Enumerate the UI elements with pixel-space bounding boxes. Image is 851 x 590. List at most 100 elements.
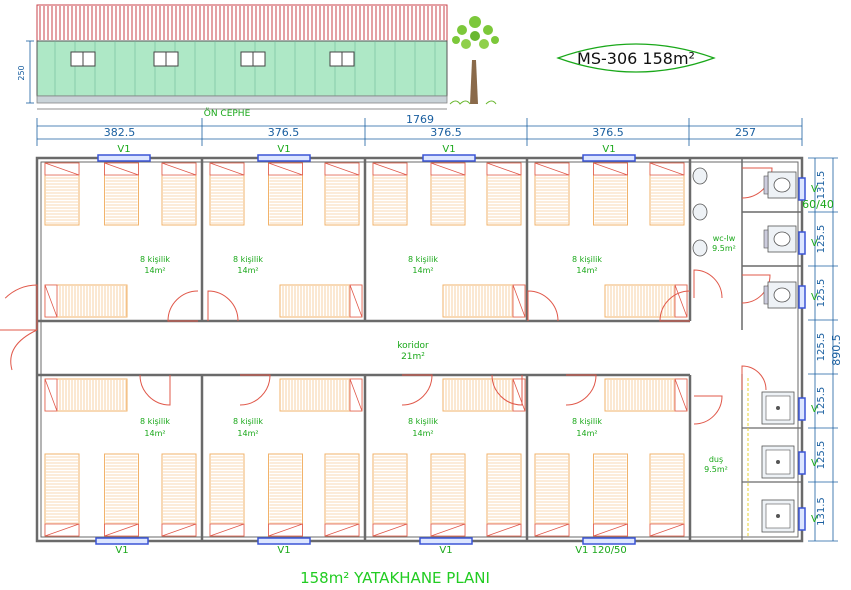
pillow bbox=[593, 523, 628, 537]
window-top bbox=[582, 154, 636, 162]
door-swing bbox=[741, 274, 771, 304]
pillow bbox=[268, 523, 303, 537]
room-name: 8 kişilik bbox=[233, 255, 263, 264]
window-bottom bbox=[419, 537, 473, 545]
sink-icon bbox=[692, 167, 708, 185]
window-top bbox=[257, 154, 311, 162]
room-label-layer: 8 kişilik 14m² 8 kişilik 14m² 8 kişilik 14m² 8… bbox=[140, 255, 602, 438]
pillow bbox=[324, 162, 360, 176]
window-bottom bbox=[257, 537, 311, 545]
facade-height-dimension: 250 bbox=[17, 40, 34, 104]
model-badge: MS-306 158m² bbox=[556, 43, 716, 73]
door-layer bbox=[0, 167, 773, 425]
depth-segment-label: 125.5 bbox=[816, 279, 827, 308]
bed bbox=[279, 284, 363, 318]
bed bbox=[279, 378, 363, 412]
pillow bbox=[430, 523, 466, 537]
inner-wall-line bbox=[40, 161, 799, 538]
door-swing bbox=[527, 290, 559, 322]
pillow bbox=[209, 162, 245, 176]
width-segment-label: 257 bbox=[735, 126, 756, 139]
pillow bbox=[104, 162, 139, 176]
side-window bbox=[798, 397, 806, 421]
bed bbox=[593, 162, 628, 226]
window-bottom bbox=[582, 537, 636, 545]
facade-height-label: 250 bbox=[17, 65, 26, 80]
door-swing bbox=[239, 374, 271, 406]
room-area: 14m² bbox=[576, 429, 597, 438]
pillow bbox=[372, 523, 408, 537]
door-swing bbox=[741, 365, 767, 391]
bed-frame bbox=[44, 284, 128, 318]
side-window-size: 60/40 bbox=[802, 198, 834, 211]
pillow bbox=[512, 378, 526, 412]
pillow bbox=[372, 162, 408, 176]
bed-frame bbox=[161, 453, 197, 537]
window-label: V1 bbox=[439, 545, 452, 556]
pillow bbox=[649, 523, 685, 537]
pillow bbox=[486, 162, 522, 176]
bed-frame bbox=[324, 453, 360, 537]
pillow bbox=[593, 162, 628, 176]
depth-segment-label: 125.5 bbox=[816, 225, 827, 254]
room-area: 14m² bbox=[412, 266, 433, 275]
window-label: V1 bbox=[115, 545, 128, 556]
model-badge-outline bbox=[556, 43, 716, 73]
shower-name: duş bbox=[709, 455, 723, 464]
depth-segment-label: 131.5 bbox=[816, 497, 827, 526]
door-swing bbox=[139, 374, 171, 406]
door-swing bbox=[167, 290, 199, 322]
front-facade: 250 ÖN CEPHE bbox=[17, 4, 499, 119]
door-swing bbox=[4, 284, 38, 330]
width-segment-label: 376.5 bbox=[430, 126, 462, 139]
pillow bbox=[649, 162, 685, 176]
pillow bbox=[349, 284, 363, 318]
shower-area: 9.5m² bbox=[704, 465, 728, 474]
door-swing bbox=[693, 395, 723, 425]
bed bbox=[442, 378, 526, 412]
bed-frame bbox=[268, 453, 303, 537]
window-label: V1 bbox=[442, 144, 455, 155]
bed bbox=[430, 453, 466, 537]
room-name: 8 kişilik bbox=[572, 417, 602, 426]
bed-frame bbox=[593, 453, 628, 537]
bed bbox=[209, 162, 245, 226]
depth-segment-label: 131.5 bbox=[816, 171, 827, 200]
facade-roof bbox=[36, 4, 448, 42]
sink-icon bbox=[692, 203, 708, 221]
bed bbox=[268, 453, 303, 537]
bed bbox=[268, 162, 303, 226]
bed-layer bbox=[44, 162, 688, 537]
room-name: 8 kişilik bbox=[408, 255, 438, 264]
bed bbox=[104, 453, 139, 537]
door-swing bbox=[565, 374, 597, 406]
bed-frame bbox=[649, 453, 685, 537]
room-area: 14m² bbox=[144, 266, 165, 275]
door-swing bbox=[491, 374, 523, 406]
pillow bbox=[268, 162, 303, 176]
tree-icon bbox=[449, 16, 499, 105]
room-area: 14m² bbox=[237, 266, 258, 275]
side-window-label: V bbox=[811, 292, 818, 303]
bed bbox=[649, 453, 685, 537]
room-area: 14m² bbox=[576, 266, 597, 275]
side-window-label: V bbox=[811, 238, 818, 249]
bed-frame bbox=[209, 453, 245, 537]
bed bbox=[372, 162, 408, 226]
pillow bbox=[534, 162, 570, 176]
model-label: MS-306 158m² bbox=[577, 49, 695, 68]
bed bbox=[486, 162, 522, 226]
bed bbox=[430, 162, 466, 226]
wc-name: wc-lw bbox=[713, 234, 736, 243]
window-top bbox=[422, 154, 476, 162]
room-name: 8 kişilik bbox=[140, 255, 170, 264]
bed-frame bbox=[604, 284, 688, 318]
door-swing bbox=[693, 269, 723, 299]
depth-segment-label: 125.5 bbox=[816, 387, 827, 416]
room-name: 8 kişilik bbox=[408, 417, 438, 426]
window-label: V1 bbox=[277, 144, 290, 155]
bed bbox=[324, 453, 360, 537]
door-swing bbox=[659, 290, 691, 322]
room-name: 8 kişilik bbox=[140, 417, 170, 426]
facade-wall bbox=[36, 40, 448, 97]
